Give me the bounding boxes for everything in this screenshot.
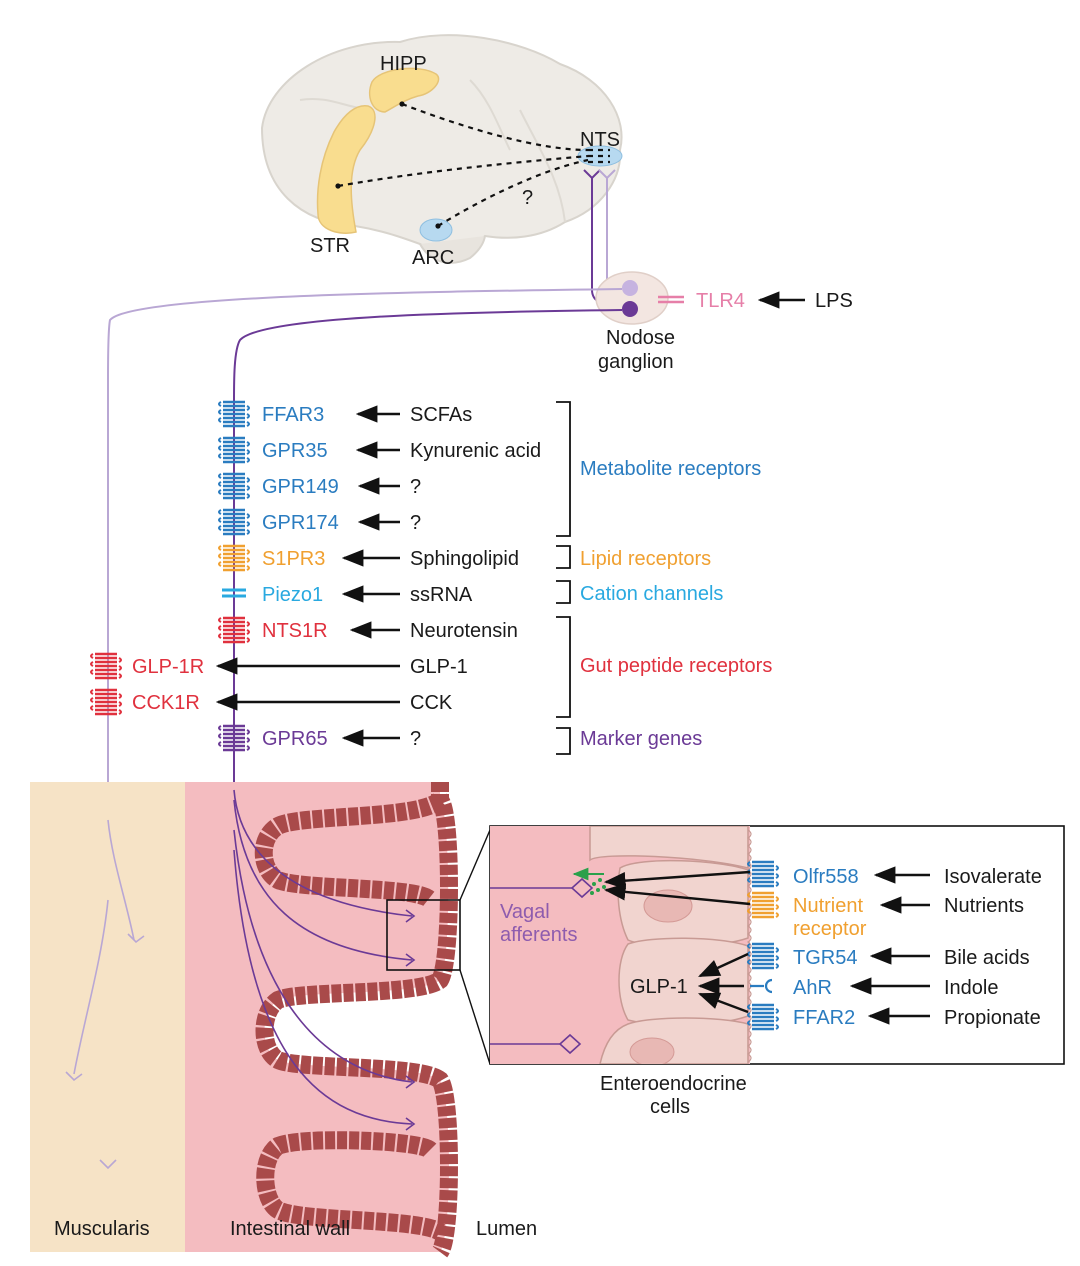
ligand-gpr174-unknown: ? (410, 512, 421, 534)
inset-ligand-bile-acids: Bile acids (944, 947, 1030, 969)
striatum-region (316, 105, 376, 234)
group-metabolite-receptors: Metabolite receptors (580, 458, 761, 480)
brain: HIPP NTS STR ARC ? (260, 34, 623, 269)
inset-receptor-olfr558: Olfr558 (793, 866, 859, 888)
nutrient-receptor-icon (746, 891, 780, 919)
receptor-glp1r: GLP-1R (132, 656, 204, 678)
inset-receptor-nutrient: Nutrient (793, 895, 863, 917)
inset-ligand-nutrients: Nutrients (944, 895, 1024, 917)
glp1r-receptor-icon (89, 652, 123, 680)
receptor-gpr149: GPR149 (262, 476, 339, 498)
receptor-ffar3: FFAR3 (262, 404, 324, 426)
inset-receptor-tgr54: TGR54 (793, 947, 857, 969)
label-vagal-afferents-2: afferents (500, 924, 577, 946)
ligand-glp1: GLP-1 (410, 656, 468, 678)
label-glp1-secretion: GLP-1 (630, 976, 688, 998)
gpr65-receptor-icon (217, 724, 251, 752)
nts1r-receptor-icon (217, 616, 251, 644)
label-enteroendocrine-1: Enteroendocrine (600, 1073, 747, 1095)
ffar2-receptor-icon (746, 1003, 780, 1031)
label-nodose-1: Nodose (606, 327, 675, 349)
group-gut-peptide-receptors: Gut peptide receptors (580, 655, 772, 677)
ligand-cck: CCK (410, 692, 453, 714)
tgr54-receptor-icon (746, 942, 780, 970)
inset-receptor-nutrient-2: receptor (793, 918, 867, 940)
piezo1-channel-icon (222, 588, 246, 598)
ligand-scfas: SCFAs (410, 404, 472, 426)
gpr149-receptor-icon (217, 472, 251, 500)
intestine: Muscularis Intestinal wall Lumen (30, 782, 537, 1258)
receptor-s1pr3: S1PR3 (262, 548, 325, 570)
hippocampus-region (368, 67, 440, 113)
label-str: STR (310, 235, 350, 257)
label-unknown-projection: ? (522, 187, 533, 209)
s1pr3-receptor-icon (217, 544, 251, 572)
receptor-cck1r: CCK1R (132, 692, 200, 714)
ligand-gpr65-unknown: ? (410, 728, 421, 750)
label-nodose-2: ganglion (598, 351, 674, 373)
label-intestinal-wall: Intestinal wall (230, 1218, 350, 1240)
inset-receptor-ffar2: FFAR2 (793, 1007, 855, 1029)
group-cation-channels: Cation channels (580, 583, 723, 605)
ligand-kynurenic-acid: Kynurenic acid (410, 440, 541, 462)
label-arc: ARC (412, 247, 454, 269)
inset-ligand-propionate: Propionate (944, 1007, 1041, 1029)
enteroendocrine-inset: Vagal afferents Olfr558 Nutrient recepto… (489, 825, 1065, 1118)
inset-ligand-isovalerate: Isovalerate (944, 866, 1042, 888)
vagal-neurons: TLR4 LPS Nodose ganglion (107, 169, 853, 1160)
gpr174-receptor-icon (217, 508, 251, 536)
label-muscularis: Muscularis (54, 1218, 150, 1240)
label-tlr4: TLR4 (696, 290, 745, 312)
ligand-neurotensin: Neurotensin (410, 620, 518, 642)
receptor-gpr174: GPR174 (262, 512, 339, 534)
olfr558-receptor-icon (746, 860, 780, 888)
group-brackets (556, 401, 571, 755)
receptor-gpr35: GPR35 (262, 440, 328, 462)
receptor-list: FFAR3 GPR35 GPR149 GPR174 S1PR3 Piezo1 N… (89, 400, 772, 755)
label-enteroendocrine-2: cells (650, 1096, 690, 1118)
villi-epithelium (264, 782, 460, 1252)
ligand-ssrna: ssRNA (410, 584, 473, 606)
muscularis-layer (30, 782, 185, 1252)
arc-region (419, 218, 453, 242)
inset-receptor-ahr: AhR (793, 977, 832, 999)
label-hipp: HIPP (380, 53, 427, 75)
cck1r-receptor-icon (89, 688, 123, 716)
receptor-nts1r: NTS1R (262, 620, 328, 642)
group-lipid-receptors: Lipid receptors (580, 548, 711, 570)
gpr35-receptor-icon (217, 436, 251, 464)
inset-ligand-indole: Indole (944, 977, 999, 999)
group-marker-genes: Marker genes (580, 728, 702, 750)
ahr-receptor-icon (750, 978, 773, 994)
ligand-gpr149-unknown: ? (410, 476, 421, 498)
ligand-sphingolipid: Sphingolipid (410, 548, 519, 570)
label-nts: NTS (580, 129, 620, 151)
receptor-gpr65: GPR65 (262, 728, 328, 750)
receptor-piezo1: Piezo1 (262, 584, 323, 606)
label-lps: LPS (815, 290, 853, 312)
ffar3-receptor-icon (217, 400, 251, 428)
projection-lines (337, 102, 610, 227)
label-vagal-afferents-1: Vagal (500, 901, 550, 923)
label-lumen: Lumen (476, 1218, 537, 1240)
